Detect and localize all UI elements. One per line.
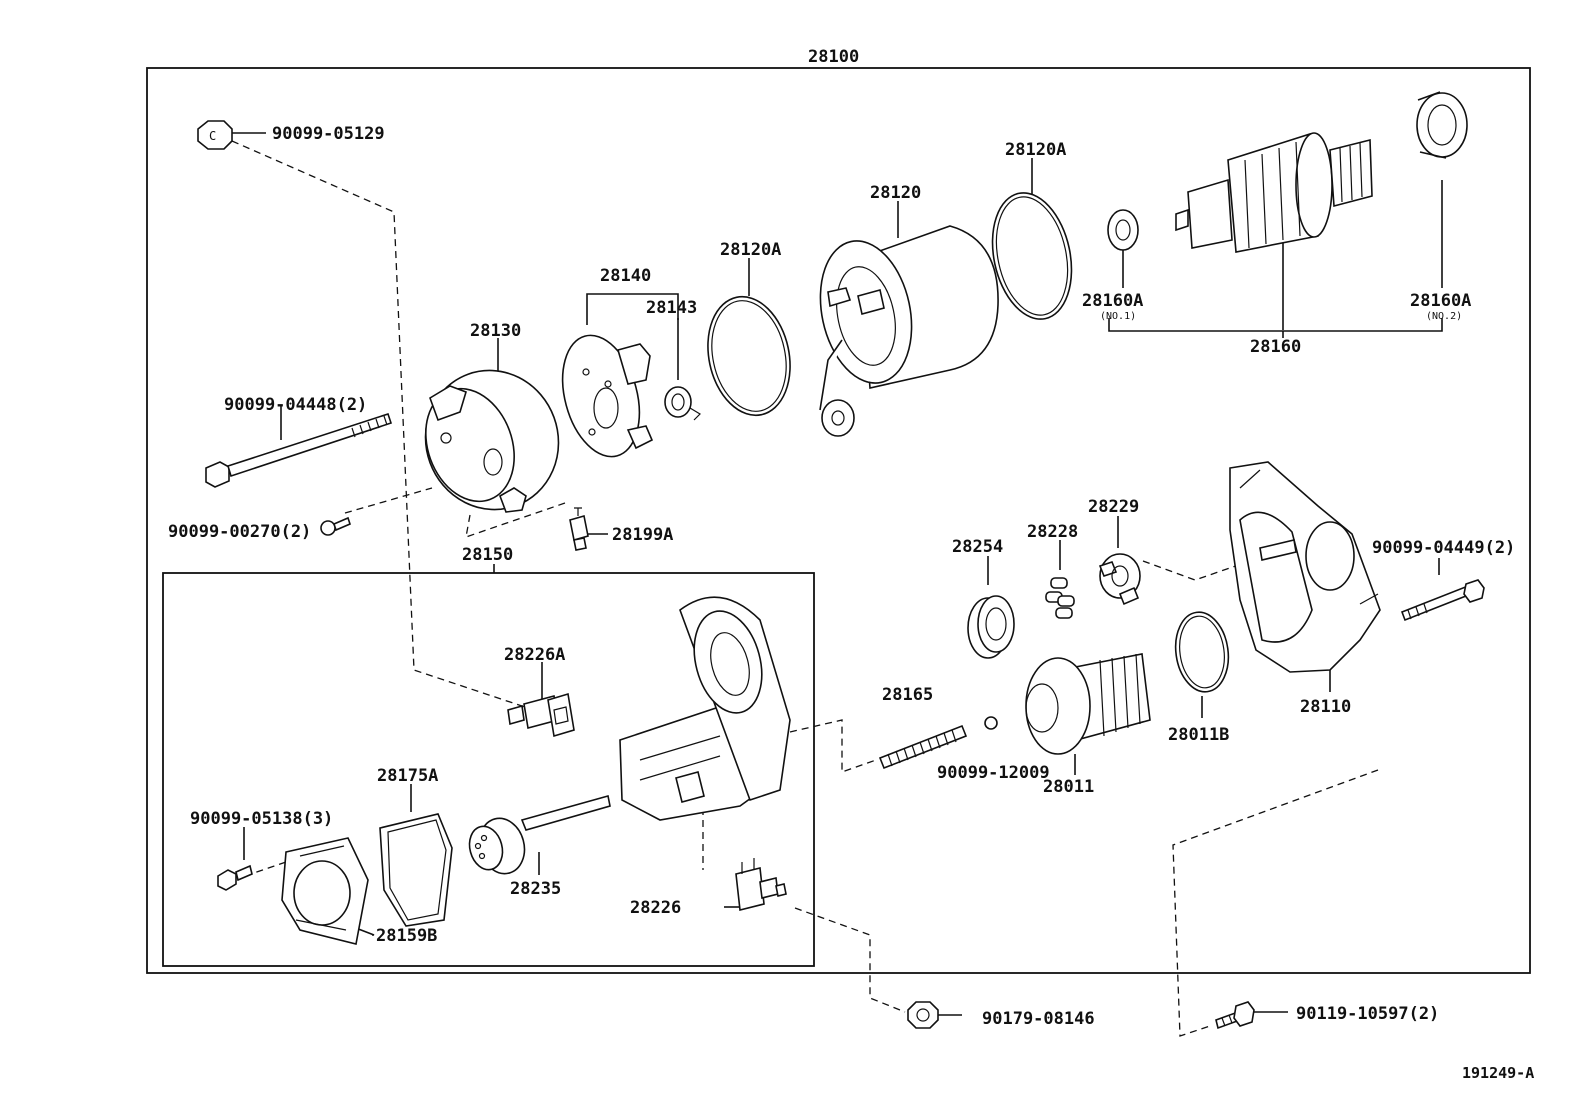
- part-label[interactable]: 28130: [470, 321, 521, 341]
- part-sublabel: (NO.2): [1426, 311, 1462, 322]
- terminal-icon: [507, 692, 575, 738]
- bolt-icon: [1215, 1001, 1255, 1030]
- part-label[interactable]: 28143: [646, 298, 697, 318]
- part-label[interactable]: 28229: [1088, 497, 1139, 517]
- part-label[interactable]: 28011: [1043, 777, 1094, 797]
- part-label[interactable]: 28226A: [504, 645, 565, 665]
- ball-icon: [984, 716, 998, 730]
- part-label[interactable]: 28140: [600, 266, 651, 286]
- housing-icon: [1229, 461, 1381, 673]
- assembly-frame-28100: [146, 67, 1531, 974]
- part-label[interactable]: 28254: [952, 537, 1003, 557]
- subassembly-frame-28150: [162, 572, 815, 967]
- gear-icon: [967, 595, 1015, 659]
- part-label[interactable]: 28160A: [1082, 291, 1143, 311]
- part-label[interactable]: 28165: [882, 685, 933, 705]
- armature-icon: [1175, 132, 1373, 253]
- screw-icon: [217, 864, 253, 891]
- bearing-icon: [664, 386, 701, 421]
- part-label[interactable]: 28110: [1300, 697, 1351, 717]
- solenoid-housing: [619, 596, 791, 821]
- assembly-number: 28100: [808, 47, 859, 67]
- yoke-icon: [819, 225, 999, 437]
- part-label[interactable]: 90099-00270(2): [168, 522, 311, 542]
- plug-icon: [569, 507, 589, 551]
- part-label[interactable]: 90099-04448(2): [224, 395, 367, 415]
- pinion-icon: [1045, 577, 1075, 619]
- o-ring-icon: [707, 295, 791, 417]
- bolt-icon: [1400, 579, 1485, 622]
- part-label[interactable]: 90099-05129: [272, 124, 385, 144]
- subassembly-number: 28150: [462, 545, 513, 565]
- part-label[interactable]: 28159B: [376, 926, 437, 946]
- nut-icon: C: [197, 120, 233, 150]
- bearing-icon: [1416, 91, 1468, 159]
- spring-icon: [878, 724, 968, 770]
- cover-icon: [281, 837, 369, 945]
- part-label[interactable]: 90099-05138(3): [190, 809, 333, 829]
- part-label[interactable]: 28160A: [1410, 291, 1471, 311]
- part-label[interactable]: 28226: [630, 898, 681, 918]
- o-ring-icon: [1174, 611, 1230, 693]
- part-label[interactable]: 28120A: [720, 240, 781, 260]
- retainer-icon: [1098, 553, 1141, 606]
- part-label[interactable]: 28160: [1250, 337, 1301, 357]
- end-frame-icon: [424, 369, 560, 513]
- part-label[interactable]: 28011B: [1168, 725, 1229, 745]
- assembly-guide-lines: [231, 140, 1379, 1037]
- svg-text:C: C: [209, 129, 216, 143]
- part-sublabel: (NO.1): [1100, 311, 1136, 322]
- part-label[interactable]: 90099-04449(2): [1372, 538, 1515, 558]
- part-label[interactable]: 28175A: [377, 766, 438, 786]
- part-label[interactable]: 90119-10597(2): [1296, 1004, 1439, 1024]
- part-labels: 90099-05129 90099-04448(2) 90099-00270(2…: [168, 124, 1515, 1029]
- part-label[interactable]: 28120A: [1005, 140, 1066, 160]
- figure-code: 191249-A: [1462, 1064, 1534, 1082]
- screw-icon: [320, 516, 351, 536]
- plunger-icon: [468, 794, 611, 875]
- part-label[interactable]: 90099-12009: [937, 763, 1050, 783]
- bolt-icon: [205, 412, 393, 488]
- gasket-icon: [379, 813, 453, 927]
- brush-holder-icon: [561, 334, 654, 458]
- part-label[interactable]: 28199A: [612, 525, 673, 545]
- part-label[interactable]: 28235: [510, 879, 561, 899]
- part-label[interactable]: 90179-08146: [982, 1009, 1095, 1029]
- o-ring-icon: [991, 192, 1073, 320]
- part-label[interactable]: 28120: [870, 183, 921, 203]
- terminal-icon: [735, 858, 787, 911]
- nut-icon: [907, 1001, 939, 1029]
- clutch-icon: [1025, 653, 1151, 755]
- part-label[interactable]: 28228: [1027, 522, 1078, 542]
- bearing-icon: [1107, 209, 1139, 251]
